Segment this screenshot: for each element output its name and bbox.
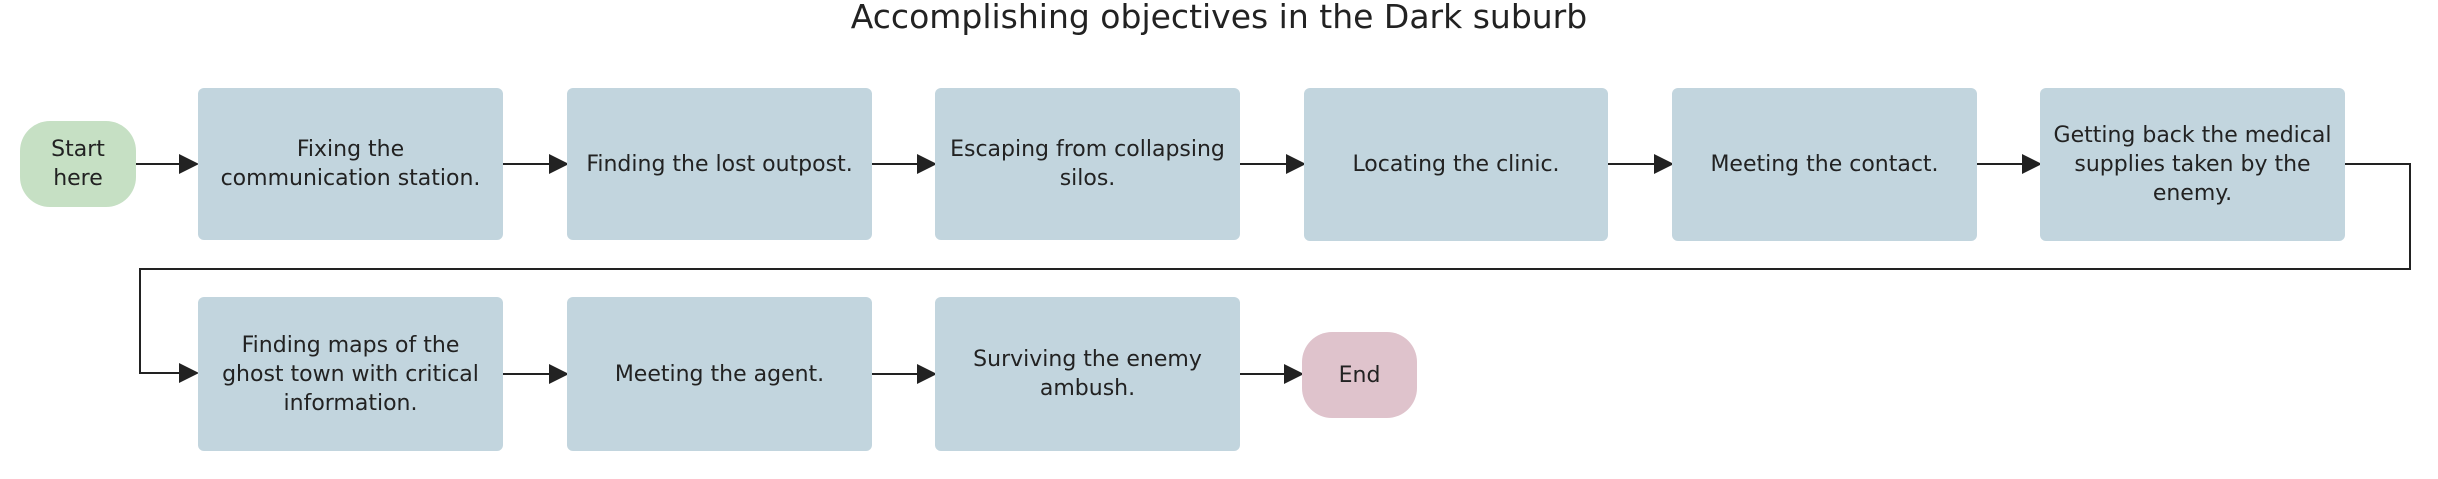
step-surviving-enemy-ambush: Surviving the enemy ambush. — [935, 297, 1240, 451]
step-fixing-communication-station: Fixing the communication station. — [198, 88, 503, 240]
start-node: Start here — [20, 121, 136, 207]
edge-s6-s7 — [139, 163, 2411, 383]
step-getting-back-medical-supplies: Getting back the medical supplies taken … — [2040, 88, 2345, 241]
step-locating-clinic: Locating the clinic. — [1304, 88, 1608, 241]
step-meeting-agent: Meeting the agent. — [567, 297, 872, 451]
diagram-title: Accomplishing objectives in the Dark sub… — [850, 0, 1588, 36]
step-escaping-collapsing-silos: Escaping from collapsing silos. — [935, 88, 1240, 240]
step-meeting-contact: Meeting the contact. — [1672, 88, 1977, 241]
step-finding-ghost-town-maps: Finding maps of the ghost town with crit… — [198, 297, 503, 451]
end-node: End — [1302, 332, 1417, 418]
step-finding-lost-outpost: Finding the lost outpost. — [567, 88, 872, 240]
